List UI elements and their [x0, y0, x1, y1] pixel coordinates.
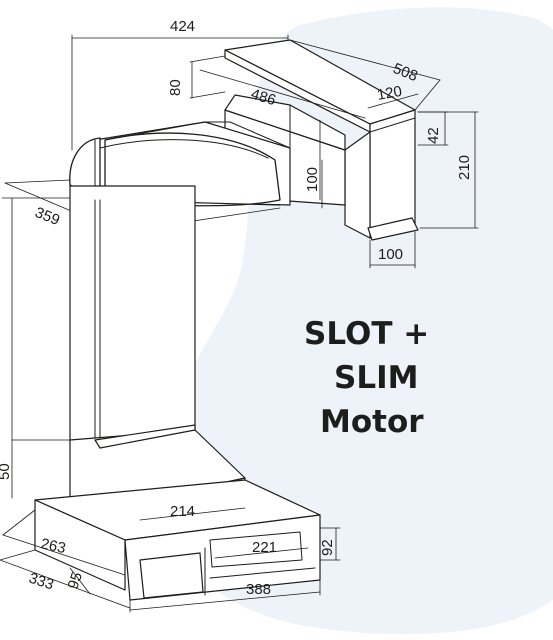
dim-214: 214 — [139, 503, 246, 521]
dim-95: 95 — [65, 567, 91, 595]
label-424: 424 — [170, 18, 195, 35]
dim-80: 80 — [167, 55, 226, 99]
label-263: 263 — [39, 535, 67, 557]
dim-100-horizontal: 100 — [369, 231, 416, 269]
dim-333: 333 — [0, 549, 131, 609]
label-120: 120 — [376, 83, 404, 104]
label-50: 50 — [0, 463, 13, 480]
dim-92: 92 — [319, 527, 341, 561]
label-92: 92 — [319, 539, 336, 556]
label-221: 221 — [252, 539, 277, 556]
dim-486: 486 — [199, 69, 366, 119]
title-line-3: Motor — [320, 404, 424, 440]
label-100-horizontal: 100 — [378, 246, 403, 263]
dim-210: 210 — [417, 111, 479, 229]
label-210: 210 — [456, 155, 473, 180]
label-486: 486 — [249, 86, 278, 110]
dim-263: 263 — [2, 509, 126, 576]
hood-column — [69, 185, 196, 443]
label-95: 95 — [65, 570, 86, 591]
dim-424: 424 — [71, 18, 289, 151]
label-42: 42 — [425, 127, 442, 144]
label-333: 333 — [27, 570, 56, 594]
title-line-1: SLOT + — [304, 316, 429, 352]
dim-221: 221 — [214, 539, 309, 559]
product-title: SLOT + SLIM Motor — [304, 316, 429, 440]
title-line-2: SLIM — [334, 360, 418, 396]
label-100-vertical: 100 — [304, 167, 321, 192]
dim-100-vertical: 100 — [304, 159, 323, 209]
dim-388: 388 — [129, 579, 321, 613]
label-214: 214 — [170, 503, 195, 520]
dim-left-height: 50 — [0, 197, 71, 499]
slot-unit — [224, 39, 419, 241]
dim-120: 120 — [367, 83, 419, 109]
label-388: 388 — [246, 581, 271, 598]
label-359: 359 — [33, 204, 63, 229]
label-80: 80 — [167, 79, 184, 96]
